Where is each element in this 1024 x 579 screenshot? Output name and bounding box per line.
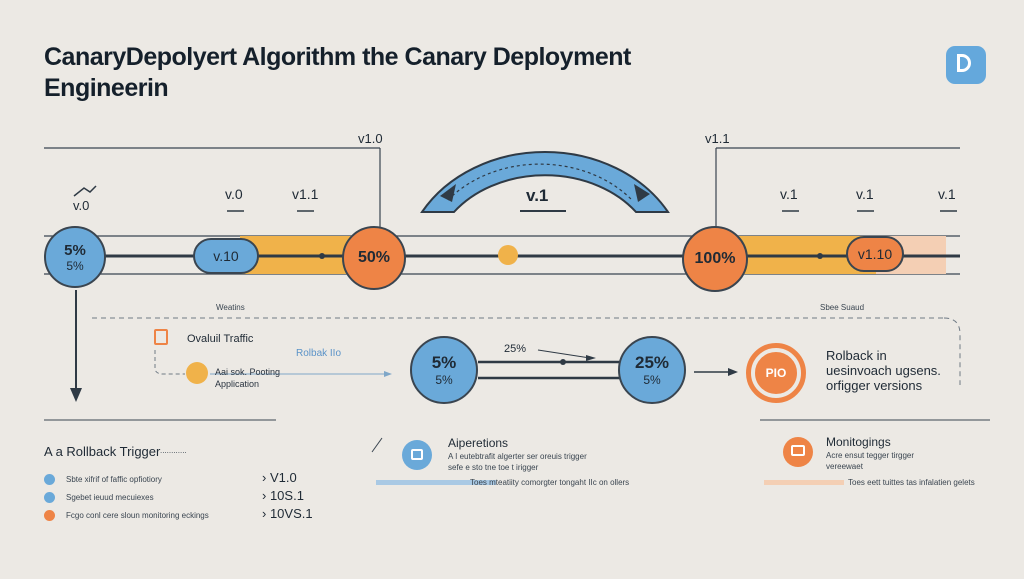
- caption-right: Sbee Suaud: [820, 303, 865, 312]
- routing-line-2: Application: [215, 379, 260, 389]
- title-line-2: Engineerin: [44, 74, 169, 102]
- flow-node-a: 5% 5%: [410, 336, 478, 404]
- rollback-link: Rolbak IIo: [296, 348, 342, 359]
- legend-dot-3: [44, 510, 55, 521]
- node-50-percent: 50%: [342, 226, 406, 290]
- legend-dot-2: [44, 492, 55, 503]
- legend-version-1: › V1.0: [262, 470, 297, 485]
- flow-node-a-line1: 5%: [431, 353, 457, 372]
- marker-v0: v.0: [225, 186, 243, 202]
- deployment-arc: [420, 150, 670, 213]
- routing-line-1: Aai sok. Pooting: [215, 367, 281, 377]
- rollback-line-3: orfigger versions: [826, 378, 923, 393]
- operations-bar-text: Toes mteatiity comorgter tongaht IIc on …: [470, 478, 630, 487]
- legend-dot-1: [44, 474, 55, 485]
- rollback-badge-inner: PIO: [755, 352, 797, 394]
- routing-dot: [186, 362, 208, 384]
- node-5-percent: 5% 5%: [44, 226, 106, 288]
- operations-title: Aiperetions: [448, 436, 509, 450]
- list-icon: [402, 440, 432, 470]
- legend-version-2-text: 10S.1: [269, 488, 304, 503]
- flow-top-percent: 25%: [504, 343, 527, 355]
- rollback-line-2: uesinvoach ugsens.: [826, 363, 941, 378]
- monitoring-bar: [764, 480, 844, 485]
- flow-node-a-line2: 5%: [435, 373, 453, 387]
- legend-version-1-text: V1.0: [269, 470, 297, 485]
- monitoring-bar-text: Toes eett tuittes tas infalatien gelets: [848, 478, 975, 487]
- arc-underline: [520, 210, 566, 212]
- legend-title-note: ............: [160, 446, 187, 455]
- operations-bar: [376, 480, 496, 485]
- flow-node-b: 25% 5%: [618, 336, 686, 404]
- d-logo-icon: [946, 46, 986, 84]
- monitoring-line-2: vereewaet: [826, 462, 863, 471]
- rollback-line-1: Rolback in: [826, 348, 887, 363]
- arc-label: v.1: [526, 186, 549, 205]
- title-line-1: CanaryDepolyert Algorithm the Canary Dep…: [44, 43, 631, 71]
- marker-right-2: v.1: [856, 186, 874, 202]
- node-100-percent: 100%: [682, 226, 748, 292]
- traffic-icon: [154, 329, 168, 345]
- legend-title: A a Rollback Trigger: [44, 444, 161, 459]
- legend-item-3: Fcgo conl cere sloun monitoring eckings: [66, 511, 209, 520]
- monitor-icon: [783, 437, 813, 467]
- marker-v11: v1.1: [292, 186, 319, 202]
- timeline-dot: [498, 245, 518, 265]
- left-marker: v.0: [73, 198, 90, 213]
- node-5-line1: 5%: [64, 241, 86, 259]
- operations-line-1: A I eutebtrafit algerter ser oreuis trig…: [448, 452, 587, 461]
- marker-right-1: v.1: [780, 186, 798, 202]
- legend-item-2: Sgebet ieuud mecuiexes: [66, 493, 154, 502]
- flow-node-b-line2: 5%: [643, 373, 661, 387]
- traffic-label: Ovaluil Traffic: [187, 333, 254, 345]
- monitoring-title: Monitogings: [826, 435, 891, 449]
- legend-version-3-text: 10VS.1: [269, 506, 313, 521]
- top-v11-label: v1.1: [705, 131, 730, 146]
- top-v10-label: v1.0: [358, 131, 383, 146]
- monitoring-line-1: Acre ensut tegger tirgger: [826, 451, 915, 460]
- pill-v10: v.10: [193, 238, 259, 274]
- rollback-badge: PIO: [746, 343, 806, 403]
- operations-line-2: sefe e sto tne toe t irigger: [448, 463, 539, 472]
- legend-version-3: › 10VS.1: [262, 506, 313, 521]
- legend-item-1: Sbte xifrif of faffic opfiotiory: [66, 475, 162, 484]
- pill-v110: v1.10: [846, 236, 904, 272]
- caption-left: Weatins: [216, 303, 245, 312]
- node-5-line2: 5%: [66, 258, 84, 273]
- flow-node-b-line1: 25%: [634, 353, 670, 372]
- page-title: CanaryDepolyert Algorithm the Canary Dep…: [44, 42, 631, 104]
- legend-version-2: › 10S.1: [262, 488, 304, 503]
- rollback-text: Rolback in uesinvoach ugsens. orfigger v…: [826, 348, 941, 393]
- marker-right-3: v.1: [938, 186, 956, 202]
